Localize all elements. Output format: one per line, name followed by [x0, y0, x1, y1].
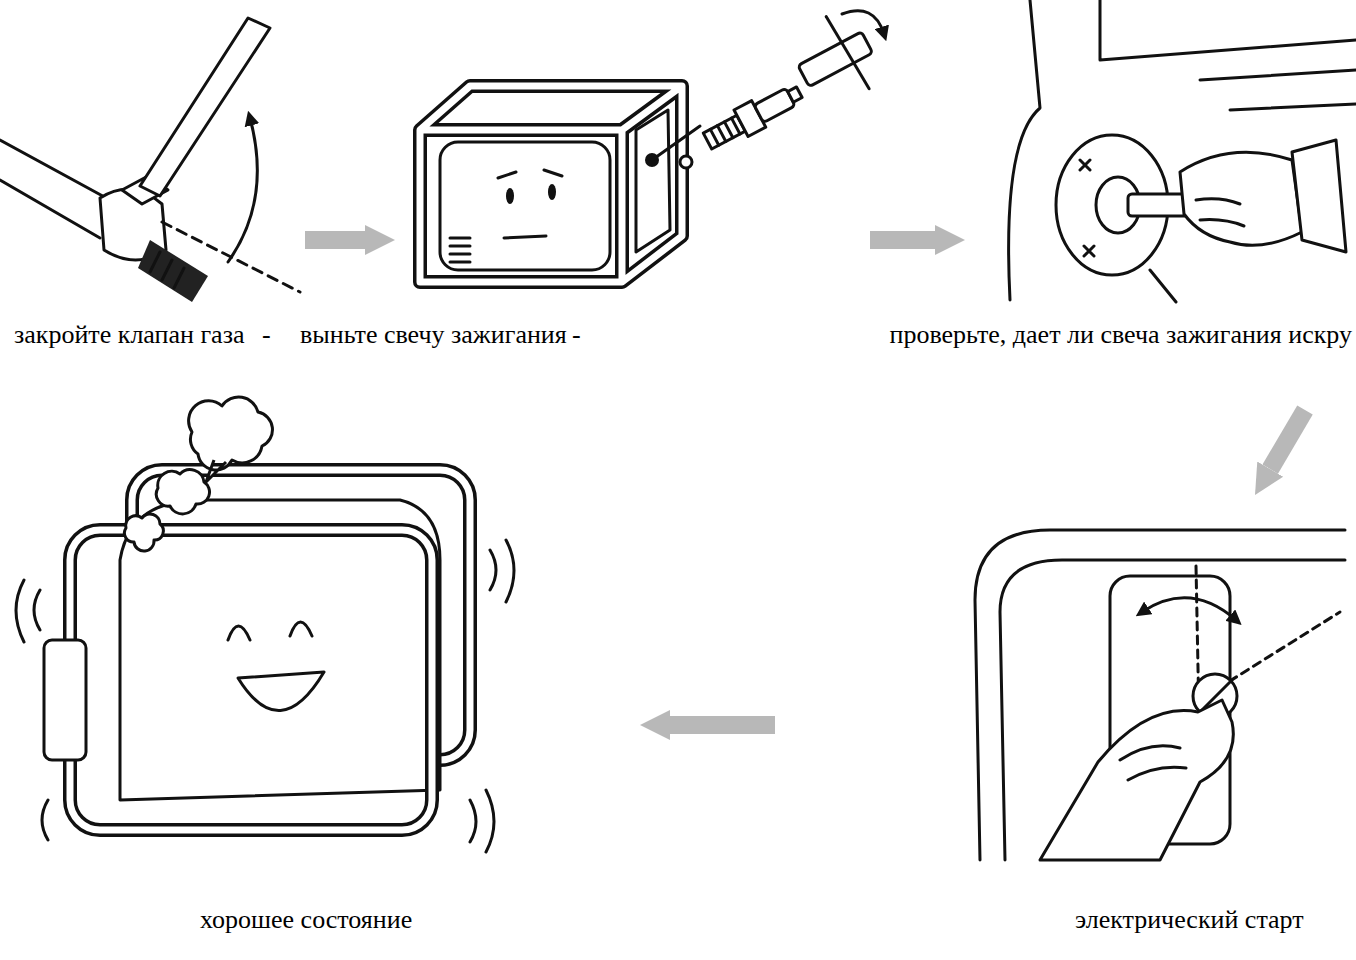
sad-eye: [506, 188, 514, 204]
frame-front-highlight: [70, 530, 432, 830]
panel-frame: [975, 530, 1345, 860]
flow-arrow: [870, 231, 935, 249]
plug-wrench: [784, 5, 887, 113]
turn-arrow: [228, 118, 257, 262]
vibration-lines: [16, 540, 514, 852]
sad-face-lines: [498, 170, 562, 238]
hose-ribs: [150, 252, 184, 288]
flow-arrow: [305, 231, 365, 249]
frame-front: [70, 530, 432, 830]
electric-start-illustration: [975, 530, 1345, 860]
engine-body: [440, 142, 610, 270]
valve-lever: [140, 18, 270, 196]
step-panel: хорошее состояние: [10, 350, 640, 950]
gas-pipe: [0, 140, 110, 238]
step-panel: выньте свечу зажигания: [395, 0, 870, 370]
thread-lines: [710, 118, 740, 145]
pointer-line: [652, 126, 700, 160]
sad-eye: [548, 184, 556, 200]
step-panel: проверьте, дает ли свеча зажигания искру: [965, 0, 1356, 410]
turn-arrow: [1142, 598, 1236, 620]
step-caption: электрический старт: [1075, 905, 1304, 935]
sleeve: [1292, 140, 1346, 252]
smoke-puff: [189, 397, 273, 482]
control-box: [44, 640, 86, 760]
flow-arrow: [670, 716, 775, 734]
step-caption: проверьте, дает ли свеча зажигания искру: [889, 320, 1352, 350]
step-caption: хорошее состояние: [200, 905, 412, 935]
generator-frame: [420, 86, 682, 282]
engine-body: [120, 500, 440, 800]
generator-frame-highlight: [420, 86, 682, 282]
spark-check-illustration: [1009, 0, 1356, 302]
hose-end: [138, 240, 208, 302]
finger-lines: [1196, 199, 1244, 226]
step-panel: закройте клапан газа: [0, 0, 305, 370]
wrench-bar: [826, 15, 869, 91]
engine-outline: [1009, 0, 1356, 302]
spark-plug: [700, 79, 806, 154]
happy-mouth: [238, 672, 324, 711]
hand: [1040, 700, 1233, 860]
step-caption: закройте клапан газа: [14, 320, 244, 350]
panel-vents: [450, 238, 470, 262]
finger-lines: [1120, 746, 1186, 780]
plug-terminal: [788, 87, 802, 102]
separator-dash: -: [262, 320, 271, 350]
engine-side: [636, 110, 670, 252]
smoke-puff: [124, 514, 163, 551]
happy-eyes: [228, 622, 312, 640]
step-panel: электрический старт: [775, 495, 1350, 950]
spark-mark: [1080, 160, 1094, 256]
generator-plug-removal-illustration: [420, 5, 887, 282]
flow-arrow: [1270, 410, 1305, 469]
separator-dash: -: [572, 320, 581, 350]
running-generator-illustration: [16, 397, 514, 852]
plug-washer: [680, 156, 692, 168]
smoke-puff: [156, 470, 209, 514]
gas-valve-illustration: [0, 18, 300, 302]
step-caption: выньте свечу зажигания: [300, 320, 567, 350]
turn-arrow: [842, 11, 884, 34]
hand: [1180, 152, 1302, 245]
